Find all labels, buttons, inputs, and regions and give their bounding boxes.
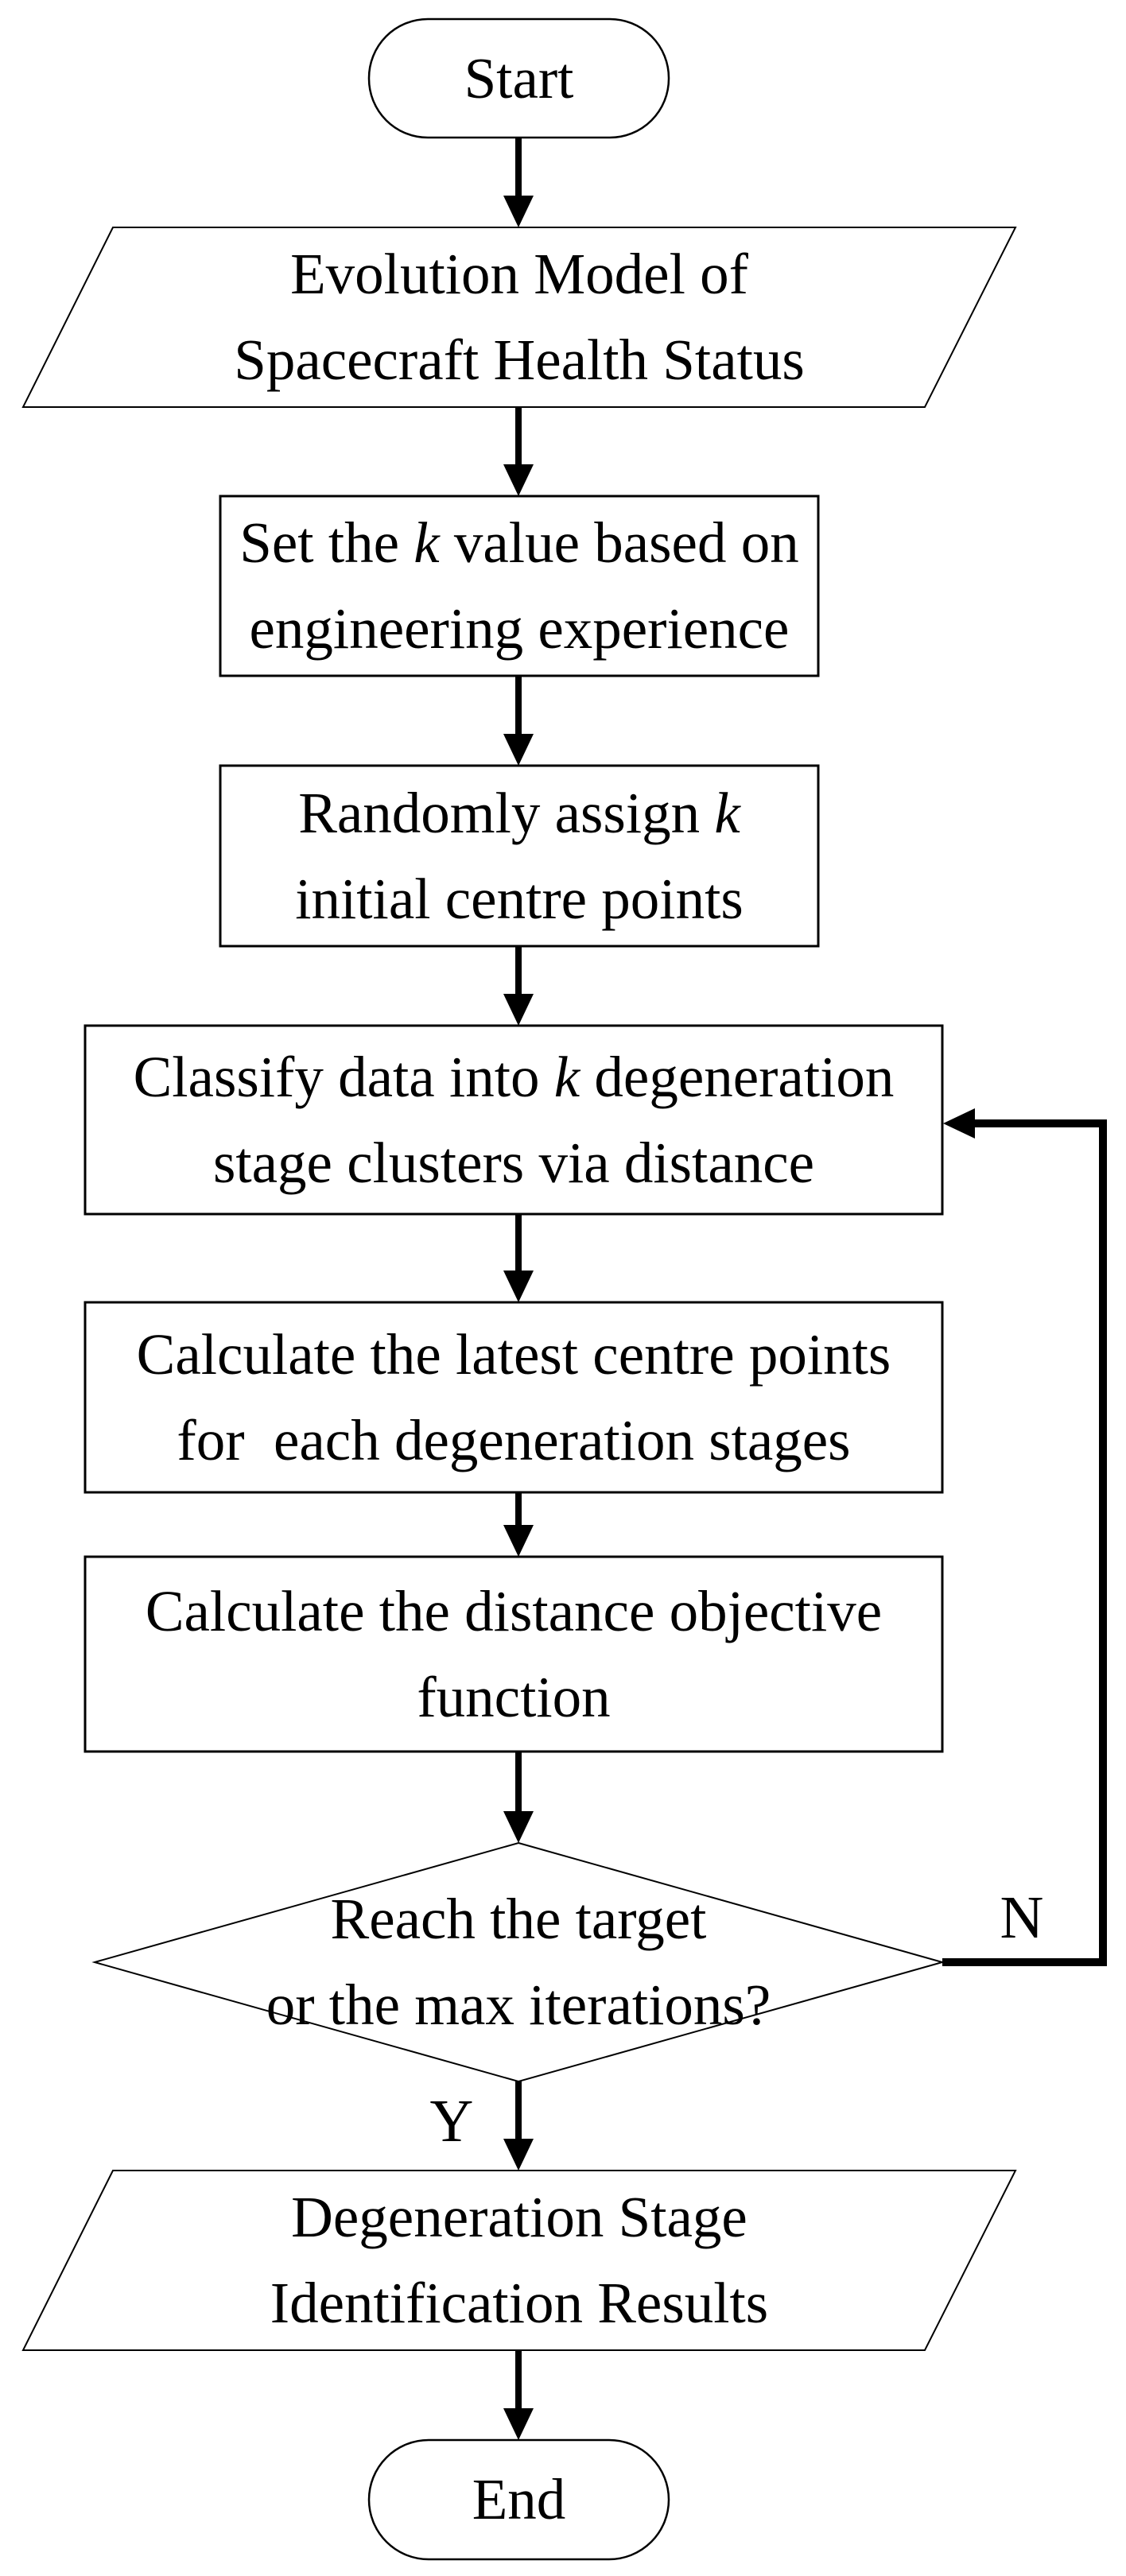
process-assign-centres-shape xyxy=(219,764,820,948)
edge-label-no: N xyxy=(1000,1884,1044,1951)
io-results-shape xyxy=(21,2170,1017,2351)
process-latest-centres-shape xyxy=(83,1301,944,1494)
feedback-loop-decision-to-classify xyxy=(942,1119,1107,1966)
arrowhead-evolution-model-to-set-k xyxy=(503,464,534,496)
process-set-k-shape xyxy=(219,495,820,677)
process-objective-shape xyxy=(83,1555,944,1753)
arrowhead-objective-to-decision xyxy=(503,1811,534,1843)
terminator-end-label: End xyxy=(472,2467,566,2531)
arrowhead-assign-centres-to-classify xyxy=(503,994,534,1026)
process-classify-shape xyxy=(83,1024,944,1216)
arrowhead-start-to-evolution-model xyxy=(503,196,534,227)
terminator-start-shape xyxy=(367,17,670,139)
arrowhead-decision-to-results xyxy=(503,2139,534,2171)
node-shapes xyxy=(21,17,1017,2561)
decision-diamond-shape xyxy=(91,1841,945,2083)
terminator-end-shape xyxy=(367,2438,670,2561)
arrowhead-set-k-to-assign-centres xyxy=(503,734,534,766)
arrowhead-classify-to-latest-centres xyxy=(503,1271,534,1302)
arrowhead-feedback-to-classify xyxy=(943,1108,975,1139)
io-evolution-model-shape xyxy=(21,227,1017,408)
edge-label-yes: Y xyxy=(429,2088,474,2155)
arrowhead-latest-centres-to-objective xyxy=(503,1525,534,1557)
arrowhead-results-to-end xyxy=(503,2408,534,2440)
connectors xyxy=(503,138,1107,2440)
terminator-start-label: Start xyxy=(464,45,574,111)
